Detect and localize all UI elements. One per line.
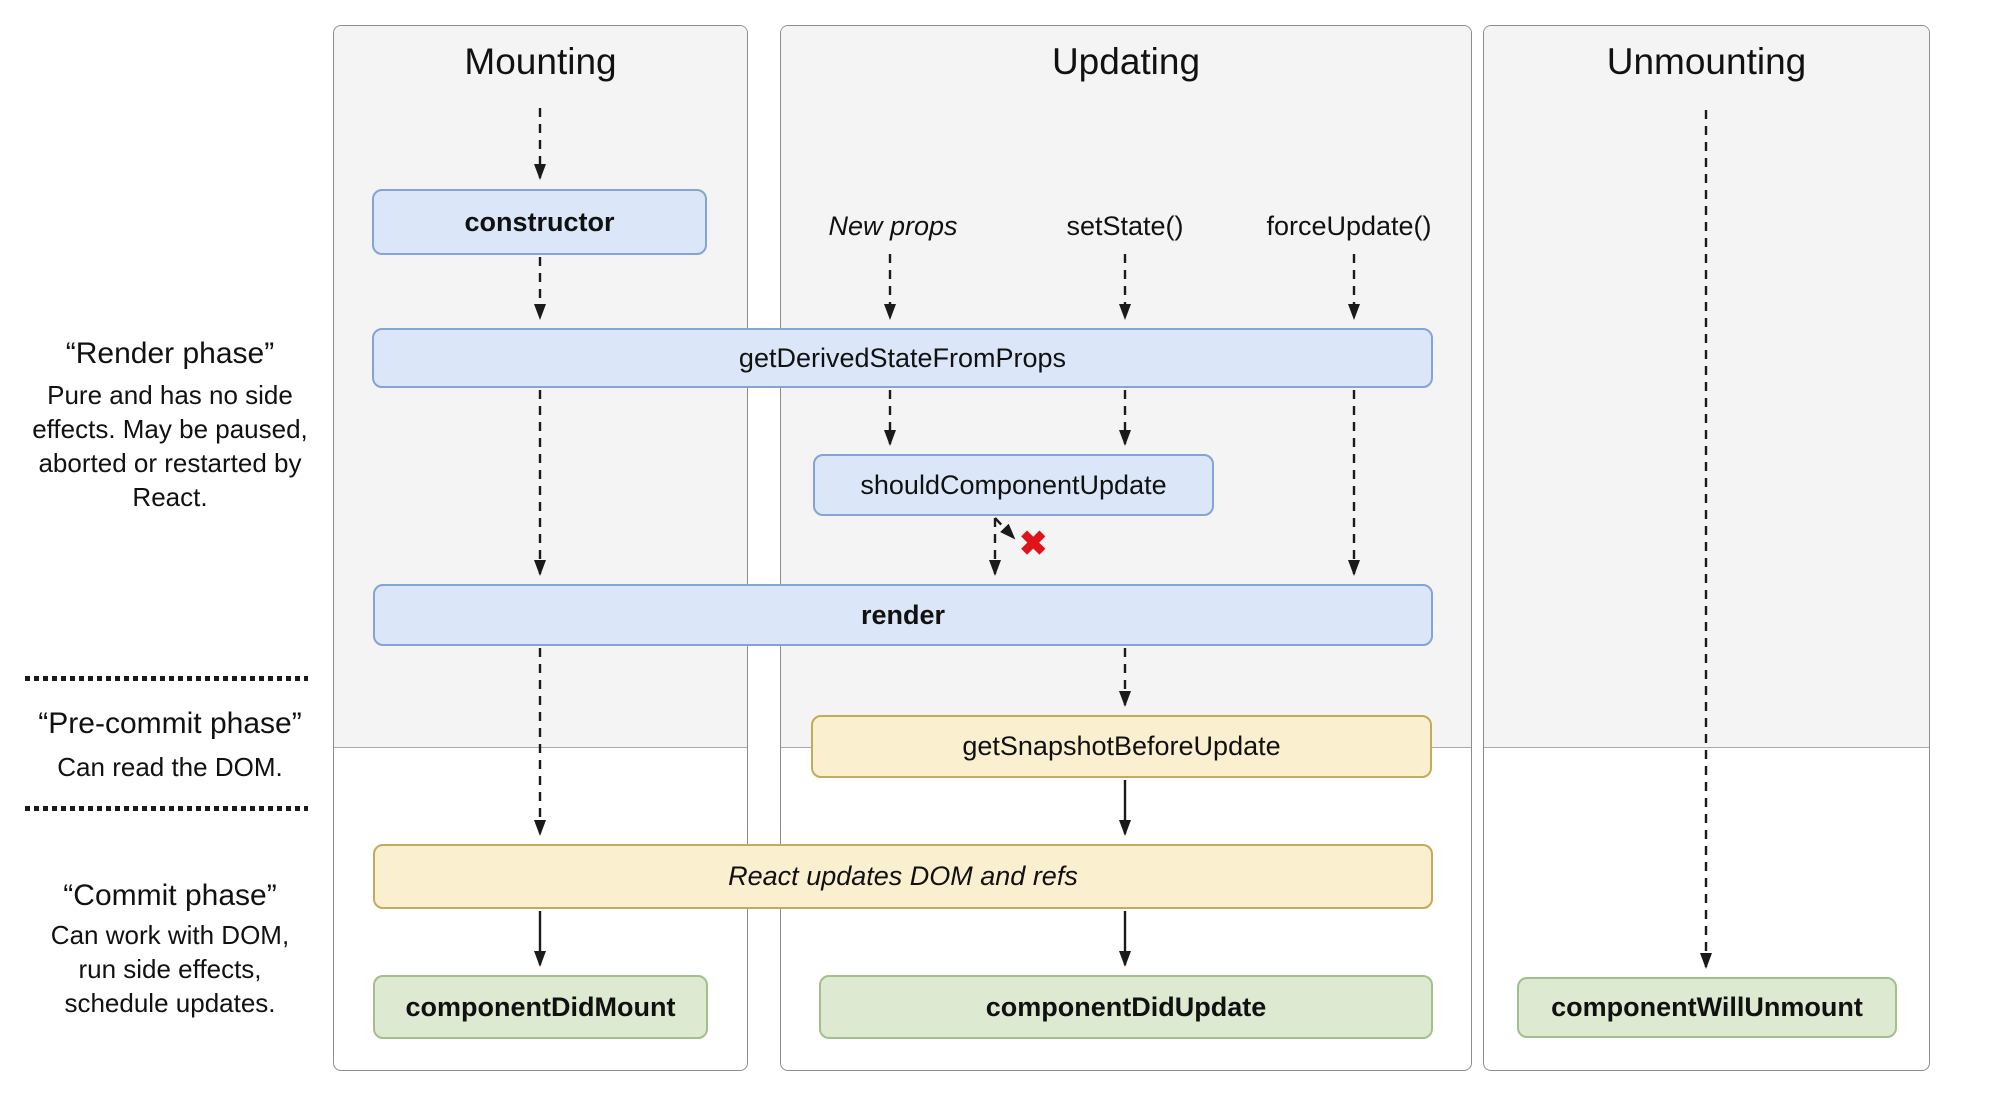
column-title-updating: Updating (1051, 41, 1201, 82)
node-render: render (373, 584, 1433, 646)
trigger-setstate: setState() (1066, 211, 1184, 241)
render-phase-title: “Render phase” (65, 337, 275, 370)
phase-separator (25, 676, 308, 681)
commit-phase-title: “Commit phase” (63, 879, 277, 912)
column-title-mounting: Mounting (464, 41, 617, 82)
arrow-shouldcomponentupdate-abort (994, 517, 1016, 540)
phase-separator (25, 806, 308, 811)
node-constructor: constructor (372, 189, 707, 255)
node-react-updates-dom-and-refs: React updates DOM and refs (373, 844, 1433, 909)
node-componentwillunmount: componentWillUnmount (1517, 977, 1897, 1038)
node-shouldcomponentupdate: shouldComponentUpdate (813, 454, 1214, 516)
node-getsnapshotbeforeupdate: getSnapshotBeforeUpdate (811, 715, 1432, 778)
abort-x-icon: ✖ (1019, 525, 1048, 563)
trigger-forceupdate: forceUpdate() (1266, 211, 1432, 241)
render-phase-description: Pure and has no side effects. May be pau… (32, 380, 308, 512)
node-componentdidmount: componentDidMount (373, 975, 708, 1039)
node-getderivedstatefromprops: getDerivedStateFromProps (372, 328, 1433, 388)
pre-commit-phase-description: Can read the DOM. (57, 752, 283, 782)
node-componentdidupdate: componentDidUpdate (819, 975, 1433, 1039)
commit-phase-description: Can work with DOM, run side effects, sch… (50, 920, 290, 1018)
pre-commit-phase-title: “Pre-commit phase” (38, 707, 302, 740)
column-title-unmounting: Unmounting (1606, 41, 1807, 82)
trigger-new-props: New props (828, 211, 958, 241)
